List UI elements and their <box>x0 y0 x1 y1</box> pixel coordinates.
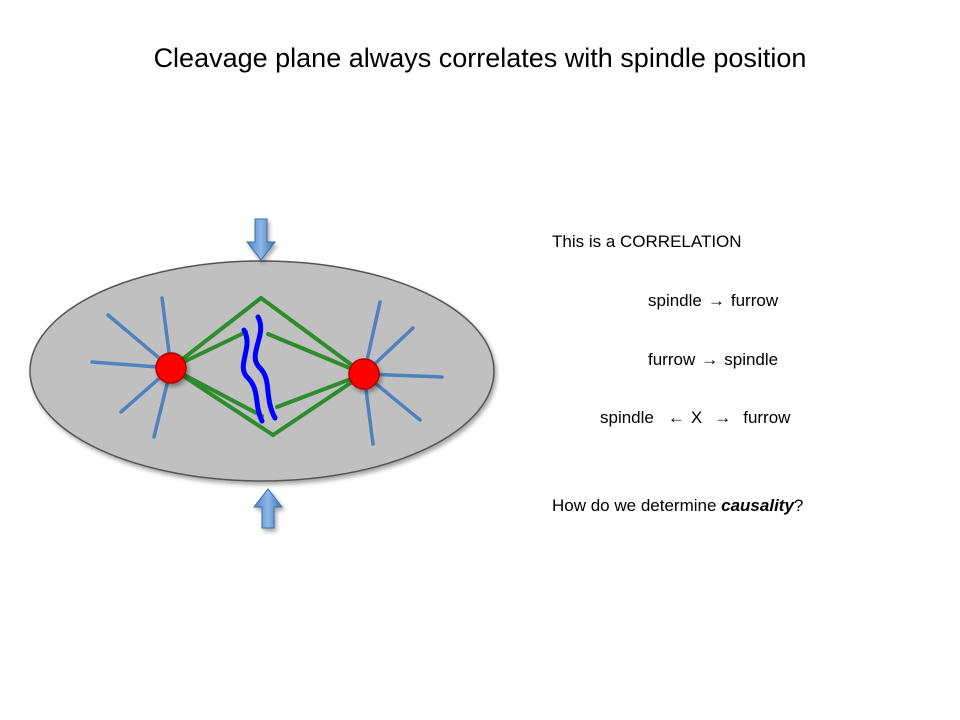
line3-left: spindle <box>600 408 654 427</box>
left-arrow-icon: ← <box>667 408 685 427</box>
right-arrow-icon: → <box>707 291 725 310</box>
slide-title: Cleavage plane always correlates with sp… <box>153 43 807 73</box>
line3-middle: X <box>690 408 703 427</box>
up-arrow-icon <box>252 488 284 529</box>
notes-line-spindle-to-furrow: spindle → furrow <box>648 289 778 313</box>
question-emphasis: causality <box>721 496 794 515</box>
cell-division-diagram <box>29 218 495 529</box>
right-arrow-icon: → <box>714 408 732 427</box>
notes-line-common-cause: spindle ← X → furrow <box>600 406 790 430</box>
question-prefix: How do we determine <box>552 496 722 515</box>
notes-heading: This is a CORRELATION <box>552 232 742 251</box>
line1-right: furrow <box>730 291 779 310</box>
line1-left: spindle <box>648 291 702 310</box>
chromosomes <box>240 314 278 424</box>
centrosome-left <box>155 352 187 384</box>
line3-right: furrow <box>743 408 791 427</box>
notes-line-furrow-to-spindle: furrow → spindle <box>648 348 778 372</box>
centrosome-right <box>348 358 380 390</box>
line2-right: spindle <box>724 350 779 369</box>
line2-left: furrow <box>648 350 696 369</box>
notes-question: How do we determine causality? <box>552 494 803 518</box>
right-arrow-icon: → <box>701 350 719 369</box>
question-suffix: ? <box>793 496 804 515</box>
down-arrow-icon <box>245 218 277 261</box>
